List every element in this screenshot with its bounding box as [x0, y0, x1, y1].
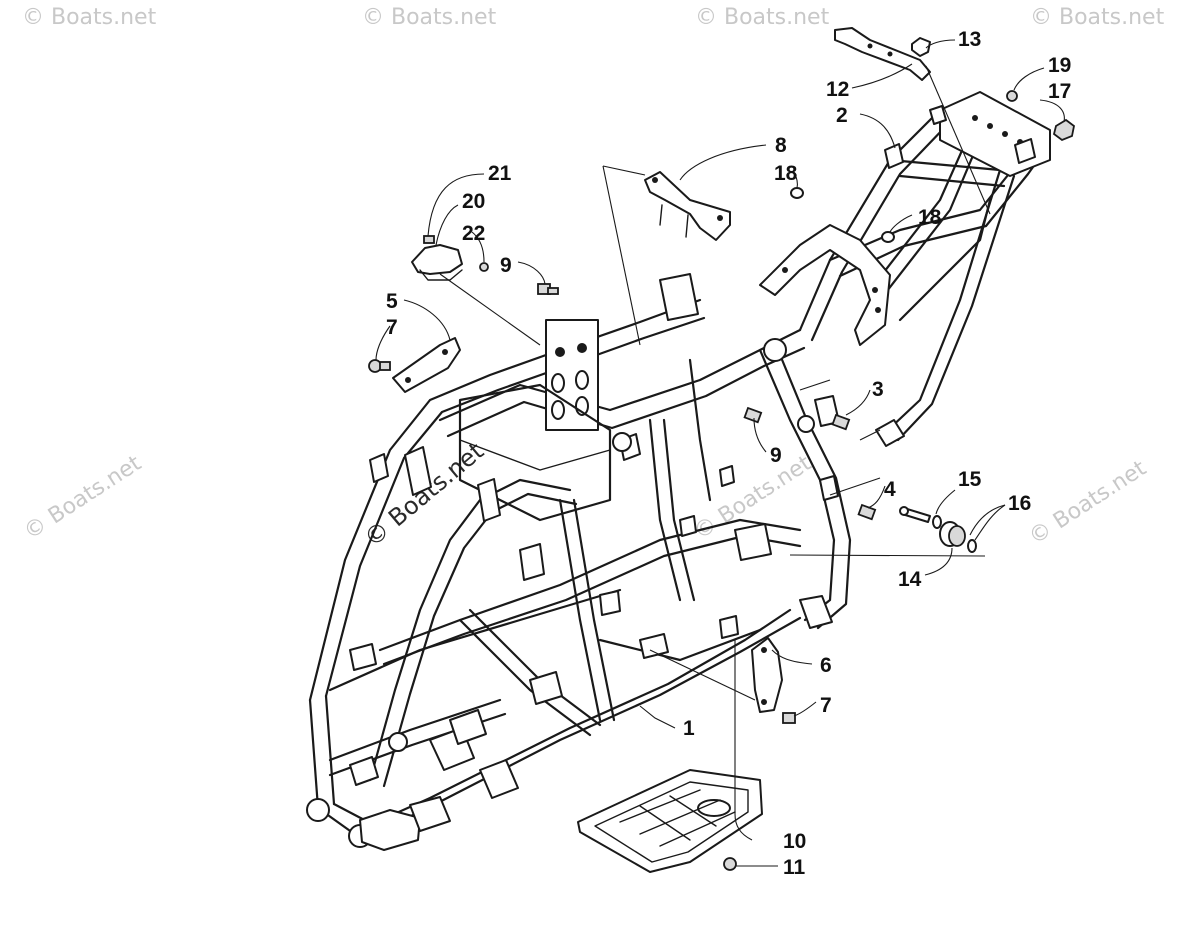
callout-17: 17	[1048, 80, 1071, 103]
callout-9-lower: 9	[770, 444, 782, 467]
callout-5: 5	[386, 290, 398, 313]
watermark-text: © Boats.net	[1030, 5, 1165, 30]
watermark-text: © Boats.net	[20, 451, 146, 545]
callout-20: 20	[462, 190, 485, 213]
callout-18-left: 18	[774, 162, 798, 185]
callout-22: 22	[462, 222, 485, 245]
callout-7-upper: 7	[386, 316, 398, 339]
callout-19: 19	[1048, 54, 1071, 77]
leader-lines	[375, 39, 1065, 867]
callout-3: 3	[872, 378, 884, 401]
skid-plate	[577, 769, 763, 873]
callout-8: 8	[775, 134, 787, 157]
callout-12: 12	[826, 78, 849, 101]
rear-subframe	[759, 91, 1051, 447]
watermark-text: © Boats.net	[695, 5, 830, 30]
watermark-text: © Boats.net	[22, 5, 157, 30]
callout-7-lower: 7	[820, 694, 832, 717]
main-frame	[306, 273, 852, 851]
seat-bracket	[644, 171, 731, 241]
callout-4: 4	[884, 478, 896, 501]
callout-16: 16	[1008, 492, 1031, 515]
callout-15: 15	[958, 468, 982, 491]
callout-11: 11	[783, 856, 806, 879]
callout-18-right: 18	[918, 206, 942, 229]
hardware	[368, 37, 1075, 871]
callout-13: 13	[958, 28, 981, 51]
watermark-text: © Boats.net	[362, 5, 497, 30]
callout-9-upper: 9	[500, 254, 512, 277]
callout-2: 2	[836, 104, 848, 127]
callout-6: 6	[820, 654, 832, 677]
callout-1: 1	[683, 717, 695, 740]
callout-10: 10	[783, 830, 806, 853]
watermark-layer: © Boats.net © Boats.net © Boats.net © Bo…	[20, 5, 1165, 553]
watermark-text: © Boats.net	[1025, 456, 1151, 550]
callout-21: 21	[488, 162, 512, 185]
callout-14: 14	[898, 568, 922, 591]
callout-labels: 1 2 3 4 5 6 7 7 8 9 9 10 11 12 13 14 15 …	[386, 28, 1071, 879]
